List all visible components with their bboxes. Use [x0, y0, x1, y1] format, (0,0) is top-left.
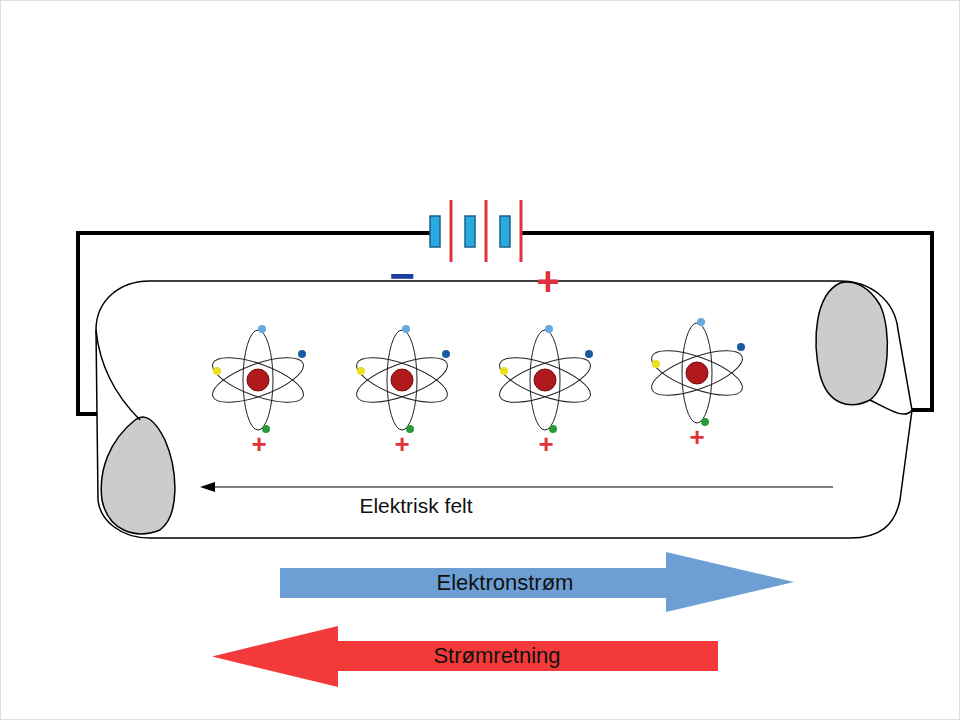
battery-symbol	[430, 200, 521, 262]
electron	[500, 367, 508, 375]
atom	[207, 325, 308, 433]
orbit	[682, 323, 712, 423]
arrow-fill	[212, 626, 718, 687]
nucleus	[686, 362, 708, 384]
orbit	[207, 349, 308, 412]
atom-group	[207, 318, 747, 433]
arrow-box: Elektronstrøm	[280, 552, 794, 612]
conductor-cylinder	[96, 281, 912, 538]
field-arrow	[200, 482, 833, 492]
electron	[442, 350, 450, 358]
electron	[545, 325, 553, 333]
nucleus	[534, 369, 556, 391]
electron	[402, 325, 410, 333]
orbit	[494, 349, 595, 412]
arrow-label: Strømretning	[433, 645, 560, 667]
electron	[737, 343, 745, 351]
arrow-box: Strømretning	[212, 626, 718, 687]
orbit	[351, 349, 452, 412]
electron	[298, 350, 306, 358]
orbit	[646, 342, 747, 405]
electron	[357, 367, 365, 375]
electron	[585, 350, 593, 358]
charge-sign: +	[394, 431, 409, 457]
charge-sign: +	[251, 431, 266, 457]
charge-sign: +	[689, 424, 704, 450]
electron	[258, 325, 266, 333]
atom	[351, 325, 452, 433]
charge-sign: +	[536, 261, 559, 301]
electron	[213, 367, 221, 375]
orbit	[243, 330, 273, 430]
field-label: Elektrisk felt	[359, 495, 472, 516]
nucleus	[247, 369, 269, 391]
atom	[646, 318, 747, 426]
orbit	[494, 349, 595, 412]
electron	[652, 360, 660, 368]
arrow-fill	[280, 552, 794, 612]
nucleus	[391, 369, 413, 391]
orbit	[207, 349, 308, 412]
orbit	[530, 330, 560, 430]
arrow-label: Elektronstrøm	[437, 572, 574, 594]
orbit	[646, 342, 747, 405]
atom	[494, 325, 595, 433]
orbit	[351, 349, 452, 412]
electron	[697, 318, 705, 326]
charge-sign: +	[538, 431, 553, 457]
charge-sign: −	[389, 254, 415, 298]
orbit	[387, 330, 417, 430]
